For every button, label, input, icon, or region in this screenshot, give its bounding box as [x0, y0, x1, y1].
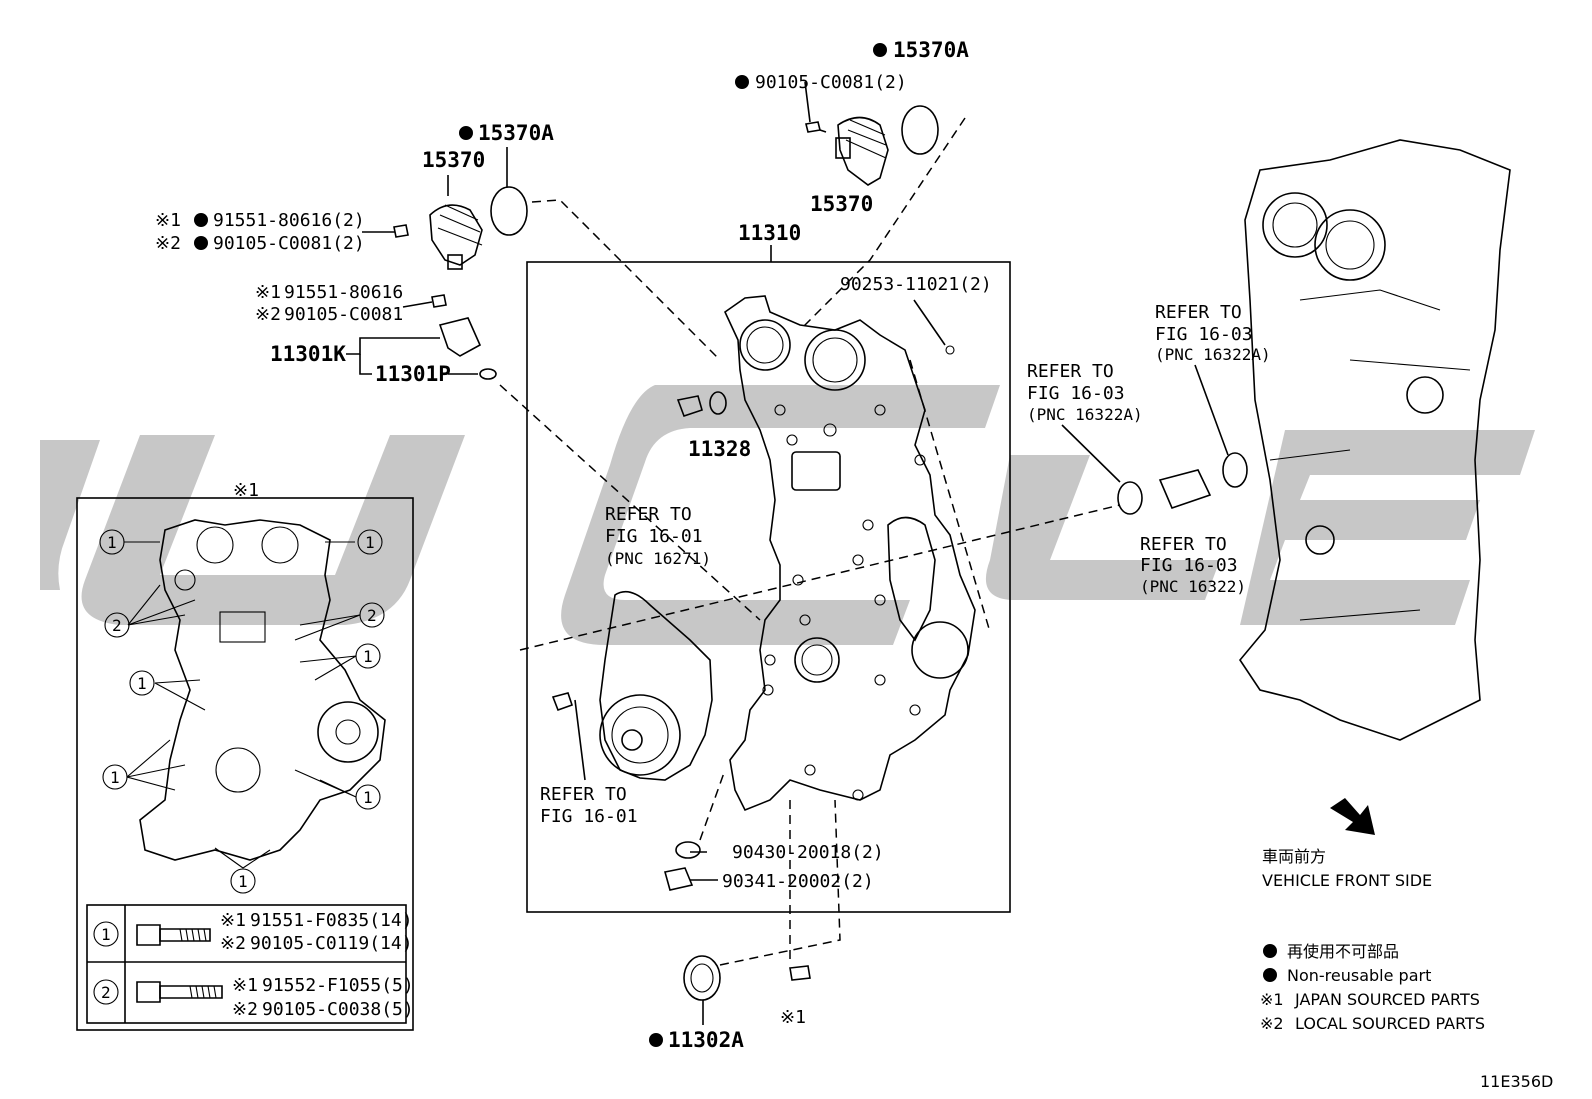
- refer-16322-line1: REFER TO: [1140, 534, 1227, 555]
- legend-nonreusable-jp: 再使用不可部品: [1287, 942, 1399, 961]
- refer-16322A-a-line1: REFER TO: [1027, 361, 1114, 382]
- cover-assy-frame: [526, 261, 1011, 913]
- vvt-left-drawing: [393, 186, 528, 270]
- refer-16322A-b-line1: REFER TO: [1155, 302, 1242, 323]
- row2-jp: 91552-F1055(5): [262, 975, 414, 996]
- refer-16322-line2: FIG 16-03: [1140, 555, 1238, 576]
- refer-1601-line1: REFER TO: [540, 784, 627, 805]
- row2-lo: 90105-C0038(5): [262, 999, 414, 1020]
- row1-mark-x2: ※2: [220, 933, 246, 954]
- callout-1: 1: [107, 533, 117, 552]
- filled-circle-icon: [194, 236, 208, 250]
- callout-1: 1: [363, 647, 373, 666]
- filled-circle-icon: [1263, 968, 1277, 982]
- label-90253: 90253-11021(2): [840, 274, 992, 295]
- legend-x2-text: LOCAL SOURCED PARTS: [1295, 1014, 1485, 1033]
- callout-1: 1: [110, 768, 120, 787]
- engine-block-drawing: [1239, 139, 1511, 741]
- part-labels: 15370A 90105-C0081(2) 15370 15370A 15370…: [155, 38, 992, 1052]
- callout-1: 1: [365, 533, 375, 552]
- label-15370A-left: 15370A: [478, 121, 554, 145]
- refer-notes: REFER TO FIG 16-01 (PNC 16271) REFER TO …: [540, 302, 1271, 827]
- label-91551-sensor: 91551-80616: [284, 282, 403, 303]
- mark-x2: ※2: [155, 233, 181, 254]
- label-15370A-top: 15370A: [893, 38, 969, 62]
- table-callout-2: 2: [101, 983, 111, 1002]
- direction-jp: 車両前方: [1262, 847, 1326, 866]
- label-91551-left: 91551-80616(2): [213, 210, 365, 231]
- refer-1601-line2: FIG 16-01: [540, 806, 638, 827]
- solid-leaders: [346, 81, 1229, 1025]
- arrow-down-right-icon: [1330, 798, 1375, 835]
- refer-16271-line2: FIG 16-01: [605, 526, 703, 547]
- direction-note: 車両前方 VEHICLE FRONT SIDE: [1262, 798, 1432, 890]
- legend-x1-mark: ※1: [1260, 990, 1284, 1009]
- bolt-inset: ※1 1 1 2 2 1 1 1 1 1: [76, 480, 414, 1031]
- label-15370-top: 15370: [810, 192, 873, 216]
- refer-16322A-a-line3: (PNC 16322A): [1027, 405, 1143, 424]
- row1-lo: 90105-C0119(14): [250, 933, 413, 954]
- label-90430: 90430-20018(2): [732, 842, 884, 863]
- mark-x1: ※1: [155, 210, 181, 231]
- table-callout-1: 1: [101, 925, 111, 944]
- timing-cover-drawing: [723, 295, 976, 812]
- watermark: [40, 385, 1535, 645]
- label-90105-left: 90105-C0081(2): [213, 233, 365, 254]
- callout-2: 2: [112, 616, 122, 635]
- filled-circle-icon: [459, 126, 473, 140]
- label-11302A: 11302A: [668, 1028, 744, 1052]
- mark-x2-sensor: ※2: [255, 304, 281, 325]
- refer-16322A-b-line3: (PNC 16322A): [1155, 345, 1271, 364]
- legend-x1-text: JAPAN SOURCED PARTS: [1294, 990, 1480, 1009]
- diagram-id: 11E356D: [1480, 1072, 1553, 1091]
- direction-en: VEHICLE FRONT SIDE: [1262, 871, 1432, 890]
- legend-x2-mark: ※2: [1260, 1014, 1284, 1033]
- refer-16322A-b-line2: FIG 16-03: [1155, 324, 1253, 345]
- refer-16271-line3: (PNC 16271): [605, 549, 711, 568]
- label-90105-top: 90105-C0081(2): [755, 72, 907, 93]
- filled-circle-icon: [194, 213, 208, 227]
- refer-16322A-a-line2: FIG 16-03: [1027, 383, 1125, 404]
- row2-mark-x2: ※2: [232, 999, 258, 1020]
- mark-x1-bottom: ※1: [780, 1007, 806, 1028]
- filled-circle-icon: [1263, 944, 1277, 958]
- dashed-leaders: [499, 117, 1121, 966]
- water-pump-drawing: [551, 590, 713, 781]
- callout-2: 2: [367, 606, 377, 625]
- legend: 再使用不可部品 Non-reusable part ※1 JAPAN SOURC…: [1260, 942, 1485, 1033]
- row1-mark-x1: ※1: [220, 910, 246, 931]
- refer-16322-line3: (PNC 16322): [1140, 577, 1246, 596]
- row2-mark-x1: ※1: [232, 975, 258, 996]
- inset-title: ※1: [233, 480, 259, 501]
- sensor-drawing: [431, 294, 497, 380]
- small-parts-drawing: [663, 391, 1248, 1001]
- filled-circle-icon: [873, 43, 887, 57]
- label-90105-sensor: 90105-C0081: [284, 304, 403, 325]
- row1-jp: 91551-F0835(14): [250, 910, 413, 931]
- legend-nonreusable-en: Non-reusable part: [1287, 966, 1431, 985]
- mark-x1-sensor: ※1: [255, 282, 281, 303]
- label-11301P: 11301P: [375, 362, 451, 386]
- callout-1: 1: [363, 788, 373, 807]
- label-15370-left: 15370: [422, 148, 485, 172]
- filled-circle-icon: [649, 1033, 663, 1047]
- vvt-top-drawing: [805, 105, 939, 186]
- label-11301K: 11301K: [270, 342, 346, 366]
- filled-circle-icon: [735, 75, 749, 89]
- callout-1: 1: [238, 872, 248, 891]
- label-11328: 11328: [688, 437, 751, 461]
- refer-16271-line1: REFER TO: [605, 504, 692, 525]
- callout-1: 1: [137, 674, 147, 693]
- label-11310: 11310: [738, 221, 801, 245]
- inset-callouts: 1 1 2 2 1 1 1 1 1: [99, 529, 385, 894]
- label-90341: 90341-20002(2): [722, 871, 874, 892]
